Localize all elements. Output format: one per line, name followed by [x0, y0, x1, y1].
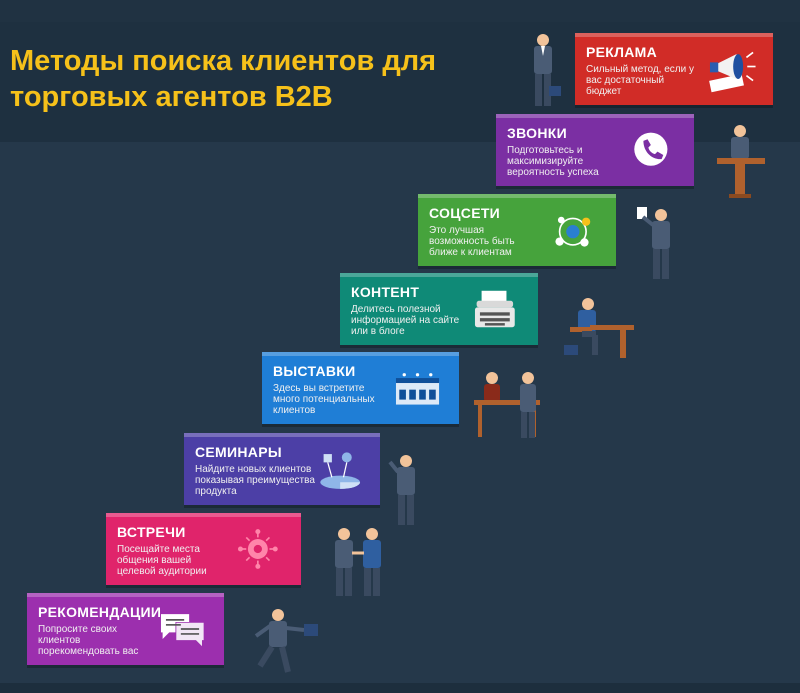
- businessman-waving-paper: [637, 207, 670, 279]
- megaphone-icon: [709, 51, 756, 93]
- page-title: Методы поиска клиентов для торговых аген…: [10, 45, 437, 113]
- step-desc: Найдите новых клиентов показывая преимущ…: [195, 464, 315, 497]
- step-vystavki: ВЫСТАВКИ Здесь вы встретите много потенц…: [262, 352, 459, 424]
- presentation-chart-icon: [320, 452, 361, 489]
- phone-icon: [634, 132, 668, 166]
- businessman-at-podium: [717, 125, 765, 198]
- step-desc: Посещайте места общения вашей целевой ау…: [117, 544, 207, 577]
- step-vstrechi: ВСТРЕЧИ Посещайте места общения вашей це…: [106, 513, 301, 585]
- step-title: ВСТРЕЧИ: [117, 524, 186, 540]
- step-title: СЕМИНАРЫ: [195, 444, 282, 460]
- step-title: СОЦСЕТИ: [429, 205, 501, 221]
- social-network-icon: [555, 216, 591, 247]
- step-kontent: КОНТЕНТ Делитесь полезной информацией на…: [340, 273, 538, 345]
- step-seminary: СЕМИНАРЫ Найдите новых клиентов показыва…: [184, 433, 380, 505]
- step-desc: Делитесь полезной информацией на сайте и…: [351, 304, 460, 337]
- step-desc: Это лучшая возможность быть ближе к клие…: [429, 225, 515, 258]
- businessman-at-desk: [564, 298, 634, 358]
- exhibition-stand-icon: [395, 373, 440, 405]
- typewriter-icon: [474, 290, 515, 328]
- businessman-with-briefcase: [534, 34, 561, 106]
- step-desc: Здесь вы встретите много потенциальных к…: [273, 383, 375, 416]
- step-title: ЗВОНКИ: [507, 125, 567, 141]
- step-desc: Попросите своих клиентов порекомендовать…: [38, 624, 139, 657]
- step-title: РЕКЛАМА: [586, 44, 658, 60]
- step-title: РЕКОМЕНДАЦИИ: [38, 604, 162, 620]
- step-desc: Подготовьтесь и максимизируйте вероятнос…: [507, 145, 599, 178]
- step-desc: Сильный метод, если у вас достаточный бю…: [586, 64, 694, 97]
- meeting-place-icon: [237, 529, 278, 569]
- chat-bubbles-icon: [160, 614, 205, 649]
- step-title: ВЫСТАВКИ: [273, 363, 356, 379]
- two-businessmen-shaking-hands: [335, 528, 381, 596]
- bottom-strip: [0, 683, 800, 693]
- step-title: КОНТЕНТ: [351, 284, 420, 300]
- step-zvonki: ЗВОНКИ Подготовьтесь и максимизируйте ве…: [496, 114, 694, 186]
- step-reklama: РЕКЛАМА Сильный метод, если у вас достат…: [575, 33, 773, 105]
- step-rekomendacii: РЕКОМЕНДАЦИИ Попросите своих клиентов по…: [27, 593, 224, 665]
- exhibition-people: [474, 372, 540, 438]
- running-businessman: [254, 609, 318, 673]
- presenter-businessman: [388, 455, 415, 525]
- step-socseti: СОЦСЕТИ Это лучшая возможность быть ближ…: [418, 194, 616, 266]
